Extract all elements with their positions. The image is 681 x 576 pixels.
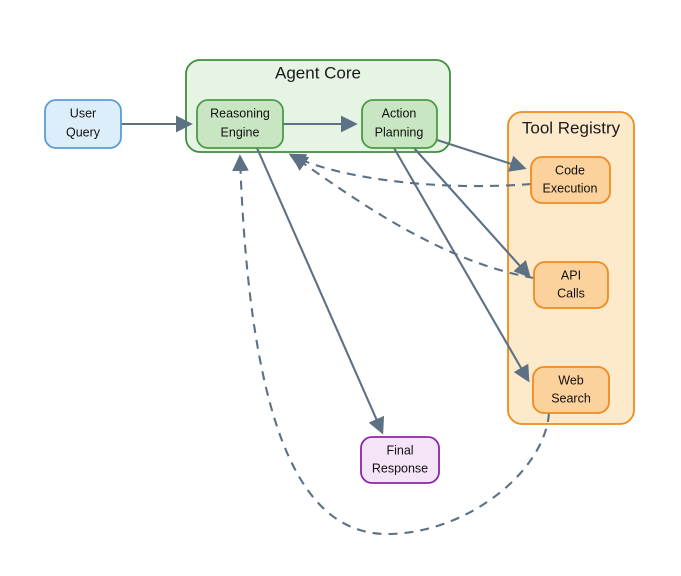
user-query-box[interactable] [44,99,122,149]
node-api-calls[interactable]: API Calls [533,261,609,309]
code-execution-label-line1: Code [555,163,585,177]
node-user-query[interactable]: User Query [44,99,122,149]
action-planning-box[interactable] [361,99,438,149]
agent-core-title: Agent Core [275,63,361,82]
edge-action-to-web-search [393,147,530,383]
edge-action-to-api-calls [413,147,531,279]
edge-api-calls-to-reasoning [290,154,535,280]
reasoning-engine-box[interactable] [196,99,284,149]
action-planning-label-line2: Planning [375,125,424,139]
edge-action-to-code-execution [436,139,527,172]
edges-layer [121,115,551,536]
reasoning-engine-label-line1: Reasoning [210,106,270,120]
api-calls-label-line2: Calls [557,286,585,300]
node-final-response[interactable]: Final Response [360,436,440,484]
node-web-search[interactable]: Web Search [532,366,610,414]
node-reasoning-engine[interactable]: Reasoning Engine [196,99,284,149]
reasoning-engine-label-line2: Engine [221,125,260,139]
api-calls-box[interactable] [533,261,609,309]
final-response-box[interactable] [360,436,440,484]
node-action-planning[interactable]: Action Planning [361,99,438,149]
node-code-execution[interactable]: Code Execution [530,156,611,204]
action-planning-label-line1: Action [382,106,417,120]
web-search-box[interactable] [532,366,610,414]
final-response-label-line1: Final [386,443,413,457]
user-query-label-line2: Query [66,125,101,139]
api-calls-label-line1: API [561,268,581,282]
web-search-label-line2: Search [551,391,591,405]
web-search-label-line1: Web [558,373,584,387]
edge-web-search-to-reasoning [232,154,551,536]
code-execution-box[interactable] [530,156,611,204]
final-response-label-line2: Response [372,461,428,475]
user-query-label-line1: User [70,106,96,120]
code-execution-label-line2: Execution [543,181,598,195]
tool-registry-title: Tool Registry [522,118,621,137]
edge-reasoning-to-final-response [256,147,385,435]
